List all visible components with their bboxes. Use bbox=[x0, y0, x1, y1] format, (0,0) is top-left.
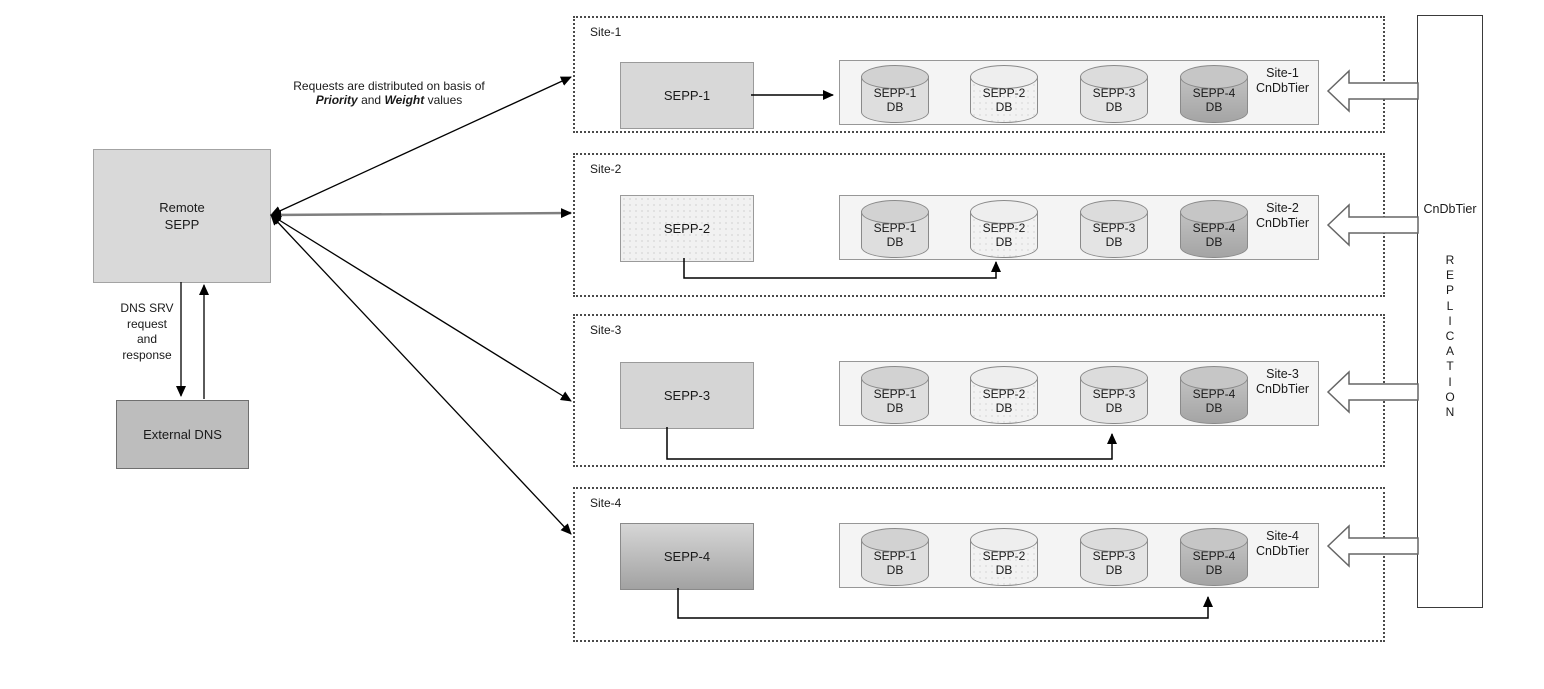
site-1-sepp-2-db-label: SEPP-2 DB bbox=[982, 86, 1026, 114]
dns-srv-note: DNS SRV request and response bbox=[99, 301, 195, 363]
site-1-label: Site-1 bbox=[590, 25, 622, 39]
cylinder-top bbox=[970, 65, 1038, 89]
site-3-sepp-1-db-label: SEPP-1 DB bbox=[873, 387, 917, 415]
sepp-1-node-label: SEPP-1 bbox=[663, 88, 711, 103]
site-2-cndbtier-label: Site-2 CnDbTier bbox=[1255, 201, 1309, 230]
site-3-sepp-4-db-label: SEPP-4 DB bbox=[1192, 387, 1236, 415]
site-2-sepp-3-db-label: SEPP-3 DB bbox=[1092, 221, 1136, 249]
values-word: values bbox=[427, 93, 463, 107]
replication-title: CnDbTier bbox=[1423, 202, 1477, 216]
site-3-label: Site-3 bbox=[590, 323, 622, 337]
site-1-sepp-2-db-cylinder: SEPP-2 DB bbox=[970, 65, 1038, 124]
cylinder-top bbox=[970, 528, 1038, 552]
cndbtier-replication-box: CnDbTier R E P L I C A T I O N bbox=[1417, 15, 1483, 608]
site-1-sepp-3-db-cylinder: SEPP-3 DB bbox=[1080, 65, 1148, 124]
site-2-sepp-4-db-label: SEPP-4 DB bbox=[1192, 221, 1236, 249]
cylinder-top bbox=[1180, 65, 1248, 89]
site-1-sepp-4-db-cylinder: SEPP-4 DB bbox=[1180, 65, 1248, 124]
site-3-sepp-3-db-label: SEPP-3 DB bbox=[1092, 387, 1136, 415]
cylinder-top bbox=[970, 200, 1038, 224]
site-3-sepp-3-db-cylinder: SEPP-3 DB bbox=[1080, 366, 1148, 425]
remote-sepp-label: Remote SEPP bbox=[159, 199, 205, 233]
cylinder-top bbox=[1080, 65, 1148, 89]
site-1-sepp-3-db-label: SEPP-3 DB bbox=[1092, 86, 1136, 114]
remote-sepp-label-line1: Remote bbox=[159, 200, 205, 215]
site-2-sepp-2-db-cylinder: SEPP-2 DB bbox=[970, 200, 1038, 259]
site-1-boundary: Site-1 SEPP-1 SEPP-1 DB SEPP-2 DB bbox=[573, 16, 1385, 133]
sepp-3-node: SEPP-3 bbox=[620, 362, 754, 429]
external-dns-label: External DNS bbox=[143, 427, 222, 442]
sepp-2-node: SEPP-2 bbox=[620, 195, 754, 262]
site-2-sepp-1-db-label: SEPP-1 DB bbox=[873, 221, 917, 249]
arrow-remote-sepp-site-2 bbox=[270, 208, 572, 220]
remote-sepp-node: Remote SEPP bbox=[93, 149, 271, 283]
sepp-4-node-label: SEPP-4 bbox=[663, 549, 711, 564]
site-2-sepp-2-db-label: SEPP-2 DB bbox=[982, 221, 1026, 249]
site-4-sepp-4-db-cylinder: SEPP-4 DB bbox=[1180, 528, 1248, 587]
dns-note-line4: response bbox=[122, 347, 172, 362]
site-3-sepp-1-db-cylinder: SEPP-1 DB bbox=[861, 366, 929, 425]
site-2-label: Site-2 bbox=[590, 162, 622, 176]
site-3-sepp-2-db-cylinder: SEPP-2 DB bbox=[970, 366, 1038, 425]
cylinder-top bbox=[1080, 366, 1148, 390]
site-4-sepp-2-db-cylinder: SEPP-2 DB bbox=[970, 528, 1038, 587]
site-4-sepp-4-db-label: SEPP-4 DB bbox=[1192, 549, 1236, 577]
and-word: and bbox=[361, 93, 382, 107]
sepp-2-node-label: SEPP-2 bbox=[663, 221, 711, 236]
site-3-cndbtier-box: SEPP-1 DB SEPP-2 DB SEPP-3 DB bbox=[839, 361, 1319, 426]
external-dns-node: External DNS bbox=[116, 400, 249, 469]
site-3-sepp-2-db-label: SEPP-2 DB bbox=[982, 387, 1026, 415]
site-4-label: Site-4 bbox=[590, 496, 622, 510]
priority-word: Priority bbox=[315, 93, 358, 107]
remote-sepp-label-line2: SEPP bbox=[164, 217, 200, 232]
site-1-sepp-4-db-label: SEPP-4 DB bbox=[1192, 86, 1236, 114]
cylinder-top bbox=[1080, 528, 1148, 552]
distribution-note-line1: Requests are distributed on basis of bbox=[293, 79, 485, 93]
site-2-boundary: Site-2 SEPP-2 SEPP-1 DB SEPP-2 DB bbox=[573, 153, 1385, 297]
site-1-sepp-1-db-cylinder: SEPP-1 DB bbox=[861, 65, 929, 124]
sepp-3-node-label: SEPP-3 bbox=[663, 388, 711, 403]
sepp-4-node: SEPP-4 bbox=[620, 523, 754, 590]
site-4-sepp-2-db-label: SEPP-2 DB bbox=[982, 549, 1026, 577]
cylinder-top bbox=[861, 65, 929, 89]
cylinder-top bbox=[861, 200, 929, 224]
cylinder-top bbox=[970, 366, 1038, 390]
arrow-remote-sepp-site-3 bbox=[270, 214, 572, 402]
site-1-cndbtier-label: Site-1 CnDbTier bbox=[1255, 66, 1309, 95]
site-2-sepp-3-db-cylinder: SEPP-3 DB bbox=[1080, 200, 1148, 259]
site-4-sepp-1-db-label: SEPP-1 DB bbox=[873, 549, 917, 577]
site-3-sepp-4-db-cylinder: SEPP-4 DB bbox=[1180, 366, 1248, 425]
site-3-boundary: Site-3 SEPP-3 SEPP-1 DB SEPP-2 DB bbox=[573, 314, 1385, 467]
site-4-sepp-1-db-cylinder: SEPP-1 DB bbox=[861, 528, 929, 587]
site-4-sepp-3-db-label: SEPP-3 DB bbox=[1092, 549, 1136, 577]
site-1-sepp-1-db-label: SEPP-1 DB bbox=[873, 86, 917, 114]
sepp-1-node: SEPP-1 bbox=[620, 62, 754, 129]
site-2-sepp-1-db-cylinder: SEPP-1 DB bbox=[861, 200, 929, 259]
cylinder-top bbox=[1180, 366, 1248, 390]
site-4-cndbtier-box: SEPP-1 DB SEPP-2 DB SEPP-3 DB bbox=[839, 523, 1319, 588]
replication-vertical-label: R E P L I C A T I O N bbox=[1445, 253, 1455, 420]
dns-note-line1: DNS SRV bbox=[120, 301, 174, 315]
weight-word: Weight bbox=[384, 93, 425, 107]
distribution-note-line2: Priority and Weight values bbox=[264, 93, 514, 107]
distribution-note: Requests are distributed on basis of Pri… bbox=[264, 79, 514, 107]
dns-note-line3: and bbox=[136, 332, 158, 346]
dns-note-line2: request bbox=[126, 316, 168, 331]
site-4-sepp-3-db-cylinder: SEPP-3 DB bbox=[1080, 528, 1148, 587]
site-3-cndbtier-label: Site-3 CnDbTier bbox=[1255, 367, 1309, 396]
cylinder-top bbox=[1180, 200, 1248, 224]
site-1-cndbtier-box: SEPP-1 DB SEPP-2 DB SEPP-3 DB bbox=[839, 60, 1319, 125]
cylinder-top bbox=[861, 366, 929, 390]
arrow-remote-sepp-site-4 bbox=[270, 214, 572, 535]
cylinder-top bbox=[1180, 528, 1248, 552]
cylinder-top bbox=[861, 528, 929, 552]
site-4-boundary: Site-4 SEPP-4 SEPP-1 DB SEPP-2 DB bbox=[573, 487, 1385, 642]
site-4-cndbtier-label: Site-4 CnDbTier bbox=[1255, 529, 1309, 558]
cylinder-top bbox=[1080, 200, 1148, 224]
site-2-sepp-4-db-cylinder: SEPP-4 DB bbox=[1180, 200, 1248, 259]
site-2-cndbtier-box: SEPP-1 DB SEPP-2 DB SEPP-3 DB bbox=[839, 195, 1319, 260]
